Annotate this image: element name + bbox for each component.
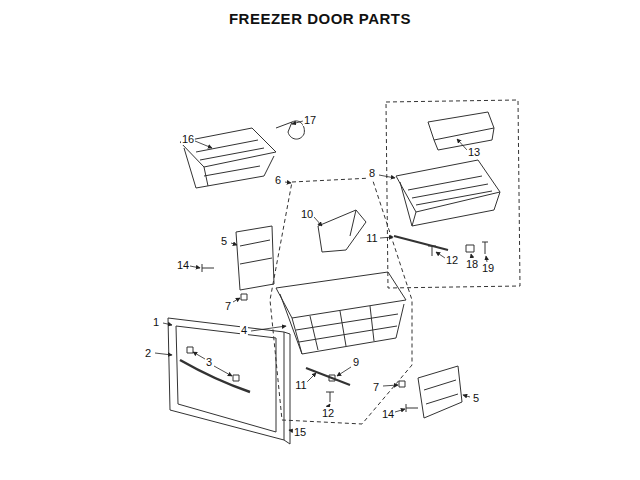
ice-bin (196, 140, 264, 176)
callout-number: 7 (224, 300, 232, 312)
leader-line (193, 352, 205, 359)
door-panel (168, 318, 284, 440)
ice-bin (184, 148, 274, 188)
screw (428, 246, 436, 256)
leader-line (292, 121, 303, 124)
callout-number: 15 (293, 426, 307, 438)
screw (406, 404, 418, 412)
screw (326, 392, 334, 402)
leader-line (395, 409, 405, 412)
callout-number: 13 (467, 146, 481, 158)
upper-bin (396, 160, 500, 212)
callout-number: 16 (181, 133, 195, 145)
callout-number: 14 (381, 408, 395, 420)
callout-number: 2 (144, 347, 152, 359)
leader-line (383, 385, 398, 386)
leader-line (463, 395, 470, 397)
rod (394, 236, 448, 250)
parts-drawing (168, 100, 520, 444)
basket (276, 272, 406, 318)
screw (482, 242, 488, 254)
callout-number: 7 (372, 381, 380, 393)
basket (280, 294, 404, 354)
callout-number: 1 (152, 316, 160, 328)
leader-line (251, 326, 286, 331)
screw (202, 264, 214, 272)
leader-line (307, 373, 316, 382)
basket-divider (318, 210, 366, 252)
callout-number: 11 (294, 379, 307, 391)
callout-number: 6 (274, 174, 282, 186)
door-handle (180, 360, 250, 392)
callout-number: 3 (205, 356, 213, 368)
diagram-title: FREEZER DOOR PARTS (0, 10, 640, 27)
callout-number: 12 (445, 254, 459, 266)
leader-line (285, 182, 291, 183)
slide-rail (236, 226, 274, 290)
callout-number: 9 (352, 356, 360, 368)
callout-number: 5 (472, 392, 480, 404)
door-panel (176, 326, 276, 432)
slide-rail (418, 366, 462, 418)
nut (466, 245, 474, 252)
leader-lines (155, 121, 487, 431)
leader-line (379, 175, 395, 178)
screw (399, 381, 405, 387)
small-bin (428, 112, 494, 150)
leader-line (163, 323, 172, 325)
ice-bin (180, 128, 276, 167)
callout-number: 17 (303, 114, 317, 126)
callout-number: 11 (365, 232, 378, 244)
callout-number: 19 (481, 262, 495, 274)
upper-bin (408, 176, 492, 205)
callout-number: 12 (321, 407, 335, 419)
screw (241, 294, 247, 300)
callout-number: 10 (300, 208, 314, 220)
callout-number: 4 (240, 324, 248, 336)
leader-line (337, 367, 351, 376)
ice-scoop (276, 121, 304, 139)
screw (233, 375, 239, 381)
callout-number: 18 (465, 258, 479, 270)
leader-line (155, 353, 172, 355)
screw (187, 347, 193, 353)
leader-line (457, 139, 467, 150)
ring (329, 375, 335, 381)
leader-line (436, 252, 445, 258)
callout-number: 5 (220, 235, 228, 247)
callout-number: 8 (368, 167, 376, 179)
leader-line (214, 366, 232, 376)
leader-line (314, 217, 322, 226)
leader-line (233, 298, 240, 302)
door-gasket (284, 332, 290, 444)
dashed-group-outline (270, 178, 412, 424)
callout-number: 14 (176, 259, 190, 271)
rod (306, 368, 350, 385)
leader-line (380, 237, 393, 238)
leader-line (195, 141, 212, 148)
dashed-group-outline (386, 100, 520, 288)
basket (296, 306, 398, 350)
leader-line (231, 243, 237, 245)
leader-line (190, 266, 200, 268)
